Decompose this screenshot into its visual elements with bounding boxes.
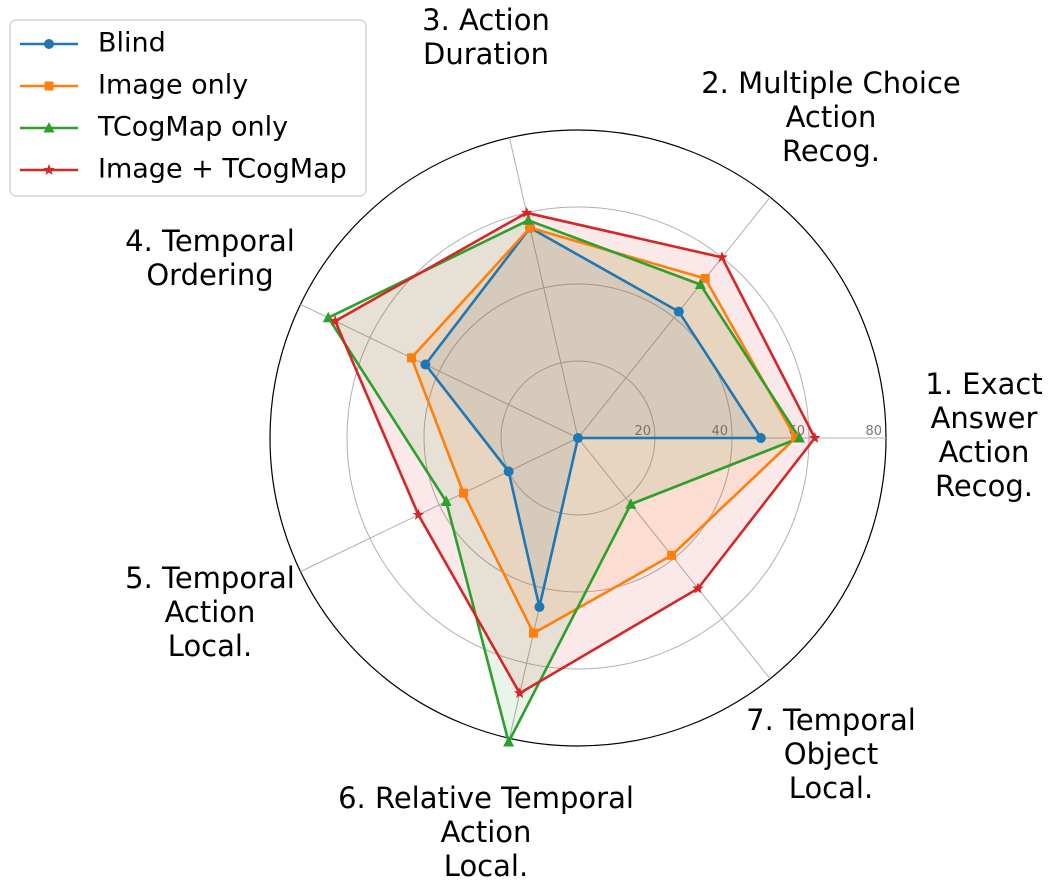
axis-label-line: Action bbox=[441, 815, 532, 849]
legend-item[interactable]: TCogMap only bbox=[20, 112, 288, 143]
series-line bbox=[333, 211, 817, 695]
data-point bbox=[809, 432, 821, 443]
legend-label: Blind bbox=[98, 28, 166, 59]
legend-marker bbox=[44, 81, 54, 91]
axis-label-line: Duration bbox=[423, 37, 549, 71]
data-point bbox=[573, 433, 583, 443]
data-point bbox=[440, 495, 452, 506]
tick-label: 40 bbox=[711, 424, 728, 439]
data-point bbox=[503, 466, 514, 477]
data-point bbox=[459, 488, 469, 498]
axis-label-line: Action bbox=[786, 100, 877, 134]
data-point bbox=[692, 582, 704, 594]
axis-label-line: Recog. bbox=[935, 469, 1033, 503]
tick-label: 20 bbox=[634, 424, 651, 439]
axis-label-line: 5. Temporal bbox=[125, 561, 295, 595]
axis-label-line: 4. Temporal bbox=[125, 224, 295, 258]
data-point bbox=[700, 273, 710, 283]
axis-label-line: 1. Exact bbox=[925, 367, 1042, 401]
axis-label-line: Object bbox=[784, 737, 878, 771]
data-point bbox=[534, 601, 545, 612]
series-fills bbox=[328, 212, 815, 743]
series-fill bbox=[411, 227, 796, 634]
data-point bbox=[625, 498, 637, 509]
axis-label-line: Answer bbox=[931, 401, 1038, 435]
legend-label: TCogMap only bbox=[97, 112, 288, 143]
axis-label-line: Local. bbox=[789, 771, 873, 805]
data-point bbox=[420, 359, 431, 370]
data-point bbox=[755, 433, 766, 443]
series-fill bbox=[328, 220, 800, 743]
data-point bbox=[716, 251, 728, 263]
tick-label: 80 bbox=[865, 424, 882, 439]
legend-item[interactable]: Blind bbox=[20, 28, 166, 59]
axis-label-line: Action bbox=[939, 435, 1030, 469]
axis-label-line: 3. Action bbox=[422, 3, 550, 37]
legend-marker bbox=[43, 164, 55, 175]
legend-item[interactable]: Image only bbox=[20, 70, 248, 101]
legend-marker bbox=[43, 122, 55, 133]
axis-label-line: Local. bbox=[168, 629, 252, 663]
series-line bbox=[326, 219, 801, 744]
data-point bbox=[694, 278, 706, 289]
legend-label: Image only bbox=[98, 70, 248, 101]
data-point bbox=[528, 628, 538, 638]
axis-label-line: Ordering bbox=[146, 258, 273, 292]
legend-marker bbox=[44, 39, 54, 49]
grid-spoke bbox=[577, 196, 771, 439]
axis-label-line: 2. Multiple Choice bbox=[701, 66, 961, 100]
data-point bbox=[667, 550, 677, 560]
axis-label-line: Recog. bbox=[782, 134, 880, 168]
series-markers bbox=[322, 206, 821, 747]
data-point bbox=[412, 508, 425, 520]
data-point bbox=[525, 223, 535, 233]
axis-label-line: Action bbox=[165, 595, 256, 629]
series-line bbox=[424, 226, 763, 609]
data-point bbox=[329, 315, 341, 326]
legend-box bbox=[9, 19, 367, 197]
legend-label: Image + TCogMap bbox=[98, 154, 347, 185]
data-point bbox=[407, 353, 417, 363]
data-point bbox=[520, 206, 533, 218]
data-point bbox=[514, 687, 526, 699]
data-point bbox=[793, 432, 805, 443]
axis-label-line: 6. Relative Temporal bbox=[338, 781, 634, 815]
data-point bbox=[791, 433, 801, 443]
grid-spoke bbox=[300, 437, 579, 573]
grid-spoke bbox=[508, 137, 579, 439]
axis-label-line: 7. Temporal bbox=[746, 703, 916, 737]
series-lines bbox=[326, 211, 817, 744]
grid-spoke bbox=[300, 303, 579, 439]
legend-item[interactable]: Image + TCogMap bbox=[20, 154, 347, 185]
data-point bbox=[503, 736, 515, 747]
data-point bbox=[673, 306, 684, 317]
axis-label-line: Local. bbox=[444, 849, 528, 883]
series-line bbox=[410, 226, 797, 635]
series-fill bbox=[425, 227, 761, 607]
data-point bbox=[522, 214, 534, 225]
